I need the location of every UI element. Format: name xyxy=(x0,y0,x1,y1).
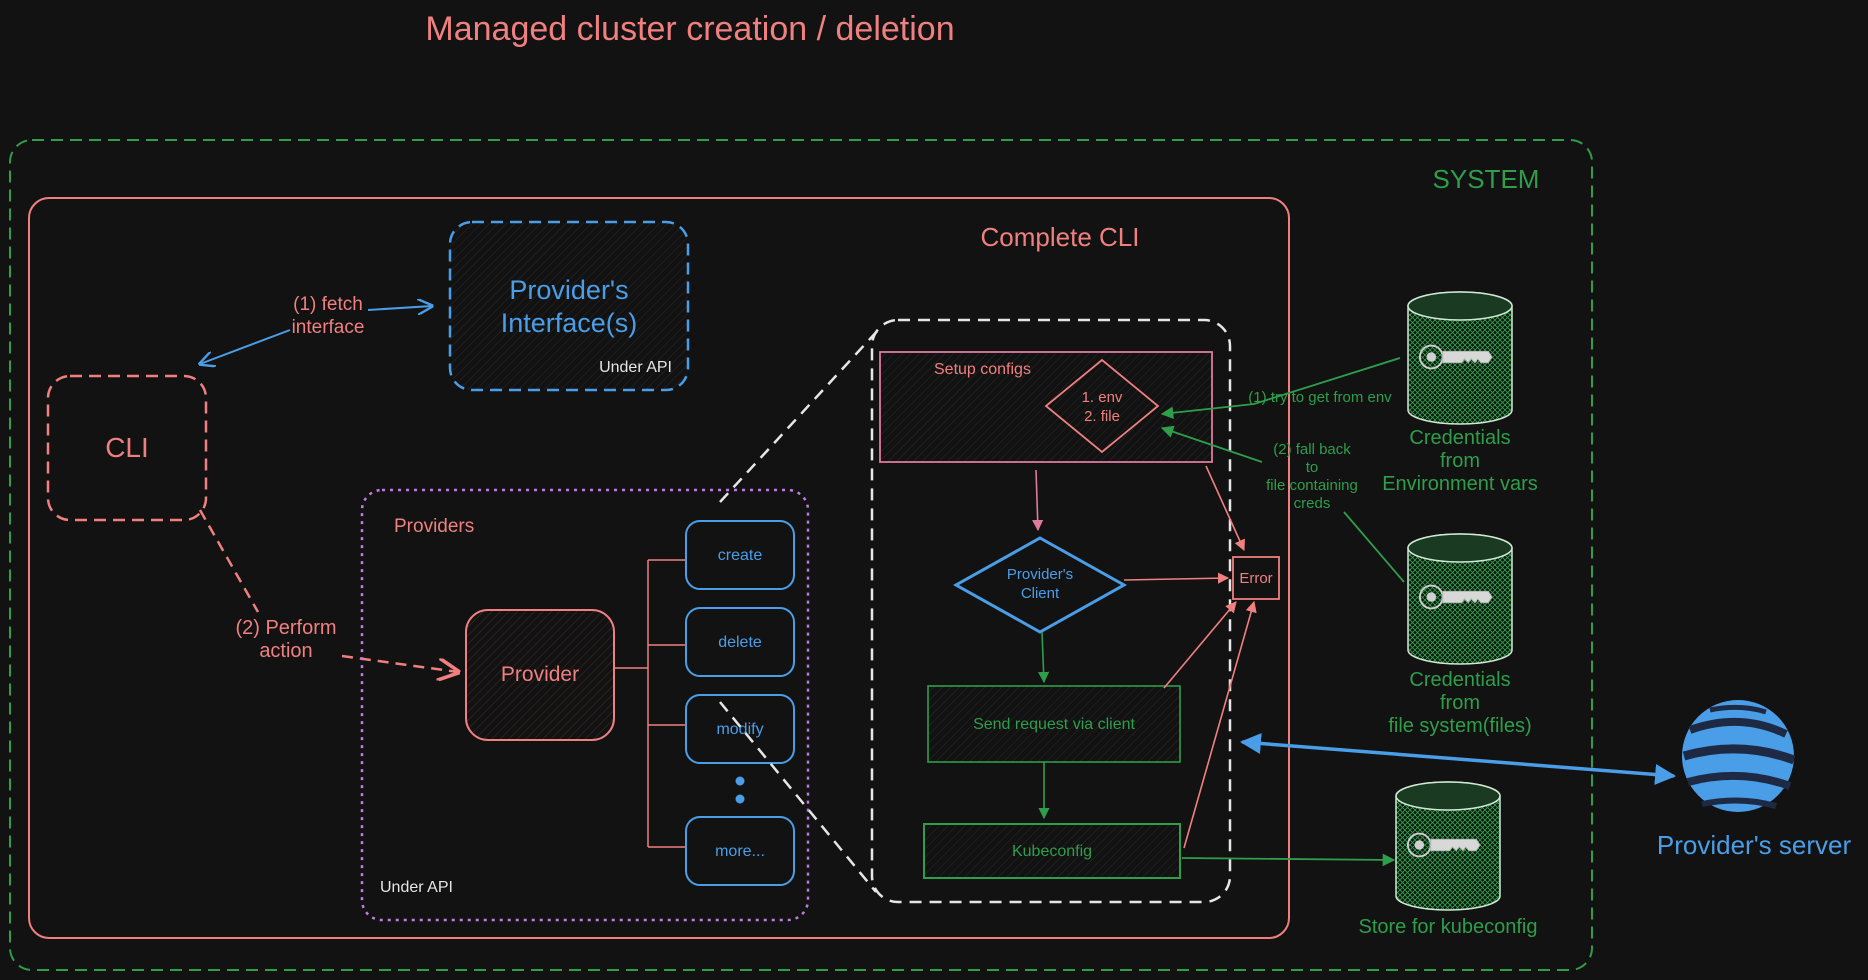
zoom-line-bottom xyxy=(719,701,877,893)
env-arrow xyxy=(1160,403,1255,420)
provider-action-tree xyxy=(614,559,686,848)
fetch-label-line1: (1) fetch xyxy=(293,294,363,315)
fetch-arrow-to-interface xyxy=(367,306,432,310)
configs-to-client-arrow xyxy=(1032,469,1044,532)
fallback-label-line1: (2) fall back xyxy=(1273,441,1351,458)
server-bidirectional-arrow xyxy=(1239,733,1677,785)
provider-interface-tag: Under API xyxy=(599,359,672,376)
delete-action-box[interactable] xyxy=(685,607,795,677)
fallback-label-line2: to xyxy=(1306,459,1319,476)
fallback-line xyxy=(1343,511,1405,583)
system-label: SYSTEM xyxy=(1433,164,1540,194)
provider-interface-box[interactable] xyxy=(448,220,690,392)
send-request-label: Send request via client xyxy=(973,716,1135,733)
more-action-box[interactable] xyxy=(685,816,795,886)
kubeconfig-store-database[interactable] xyxy=(1395,781,1501,911)
send-error-arrow xyxy=(1163,601,1237,689)
perform-arrow-segment2 xyxy=(341,654,458,672)
provider-client-diamond[interactable] xyxy=(952,536,1128,634)
provider-server-label: Provider's server xyxy=(1657,830,1852,860)
create-action-box[interactable] xyxy=(685,520,795,590)
complete-cli-boundary xyxy=(28,197,1290,939)
kubeconfig-label: Kubeconfig xyxy=(1012,843,1092,860)
kubeconfig-box[interactable] xyxy=(923,823,1181,879)
provider-interface-line1: Provider's xyxy=(509,275,628,305)
cred-file-line3: file system(files) xyxy=(1388,715,1531,737)
cred-file-line1: Credentials xyxy=(1409,669,1510,691)
provider-client-line1: Provider's xyxy=(1007,566,1073,583)
error-label: Error xyxy=(1239,570,1272,587)
perform-arrow-segment1 xyxy=(198,509,260,613)
database-top xyxy=(1407,533,1513,563)
globe-icon[interactable] xyxy=(1682,700,1796,812)
client-error-arrow xyxy=(1123,572,1230,584)
system-boundary xyxy=(9,139,1593,971)
env-try-label: (1) try to get from env xyxy=(1248,389,1392,406)
fetch-label-line2: interface xyxy=(292,317,365,338)
fallback-label-line3: file containing xyxy=(1266,477,1358,494)
modify-action-label: modify xyxy=(716,721,763,738)
more-action-label: more... xyxy=(715,843,765,860)
providers-tag: Under API xyxy=(380,879,453,896)
providers-label: Providers xyxy=(394,516,474,537)
modify-action-box[interactable] xyxy=(685,694,795,764)
provider-node[interactable] xyxy=(465,609,615,741)
configs-error-arrow xyxy=(1205,465,1245,552)
error-box xyxy=(1232,556,1280,600)
config-order-diamond xyxy=(1044,358,1160,454)
provider-interface-line2: Interface(s) xyxy=(501,308,638,338)
providers-boundary xyxy=(360,488,810,922)
kubeconfig-error-arrow xyxy=(1183,600,1257,849)
diagram-title: Managed cluster creation / deletion xyxy=(425,10,954,48)
cred-env-line2: from xyxy=(1440,450,1480,472)
send-request-box[interactable] xyxy=(927,685,1181,763)
credentials-env-database[interactable] xyxy=(1407,291,1513,425)
config-order-item2: 2. file xyxy=(1084,408,1120,425)
cli-box[interactable] xyxy=(46,374,208,522)
delete-action-label: delete xyxy=(718,634,762,651)
config-order-item1: 1. env xyxy=(1082,389,1123,406)
cred-env-line3: Environment vars xyxy=(1382,473,1538,495)
database-top xyxy=(1407,291,1513,321)
cred-file-line2: from xyxy=(1440,692,1480,714)
create-action-label: create xyxy=(718,547,763,564)
kube-store-label: Store for kubeconfig xyxy=(1359,916,1538,938)
kubeconfig-to-store-arrow xyxy=(1181,853,1396,867)
client-to-send-arrow xyxy=(1038,631,1050,684)
fallback-arrow xyxy=(1160,425,1263,463)
fetch-arrow-to-cli xyxy=(200,329,291,364)
complete-cli-label: Complete CLI xyxy=(981,222,1140,252)
provider-client-line2: Client xyxy=(1021,585,1060,602)
fallback-label-line4: creds xyxy=(1294,495,1331,512)
perform-label-line1: (2) Perform xyxy=(235,617,336,639)
cli-label: CLI xyxy=(105,432,149,463)
setup-configs-label: Setup configs xyxy=(934,361,1031,378)
ellipsis-dot-2 xyxy=(735,794,745,804)
ellipsis-dot-1 xyxy=(735,776,745,786)
zoom-line-top xyxy=(719,327,881,503)
env-line xyxy=(1253,357,1401,405)
cred-env-line1: Credentials xyxy=(1409,427,1510,449)
credentials-file-database[interactable] xyxy=(1407,533,1513,665)
perform-label-line2: action xyxy=(259,640,312,662)
provider-node-label: Provider xyxy=(501,663,579,686)
database-top xyxy=(1395,781,1501,811)
